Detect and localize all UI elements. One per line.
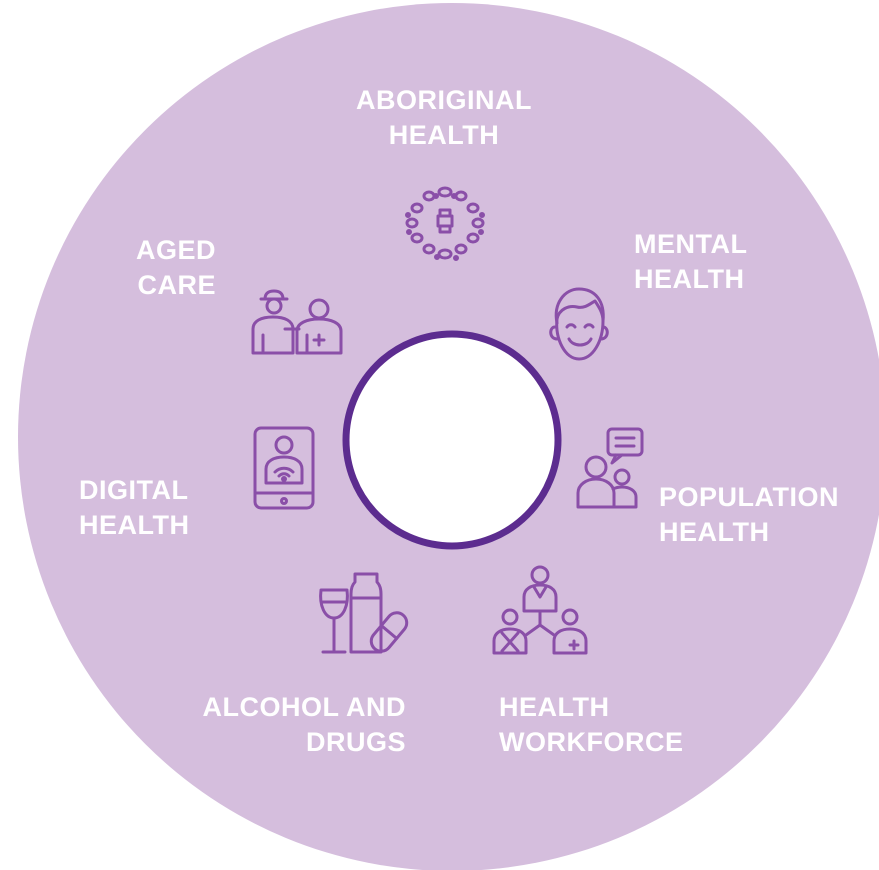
people-speech-icon: [574, 427, 646, 511]
tablet-user-icon: [252, 425, 316, 511]
label-aged-care: AGED CARE: [135, 235, 216, 300]
glass-pill-icon: [317, 572, 413, 658]
label-aboriginal-health: ABORIGINAL HEALTH: [356, 85, 532, 150]
center-ring: [342, 330, 562, 550]
label-alcohol-and-drugs: ALCOHOL AND DRUGS: [202, 692, 406, 757]
aboriginal-dots-icon: [400, 186, 490, 266]
elder-carer-icon: [249, 289, 347, 357]
label-health-workforce: HEALTH WORKFORCE: [499, 692, 684, 757]
label-mental-health: MENTAL HEALTH: [634, 229, 748, 294]
label-population-health: POPULATION HEALTH: [659, 482, 839, 547]
workforce-network-icon: [490, 565, 590, 657]
label-digital-health: DIGITAL HEALTH: [79, 475, 190, 540]
smiling-face-icon: [545, 283, 613, 365]
